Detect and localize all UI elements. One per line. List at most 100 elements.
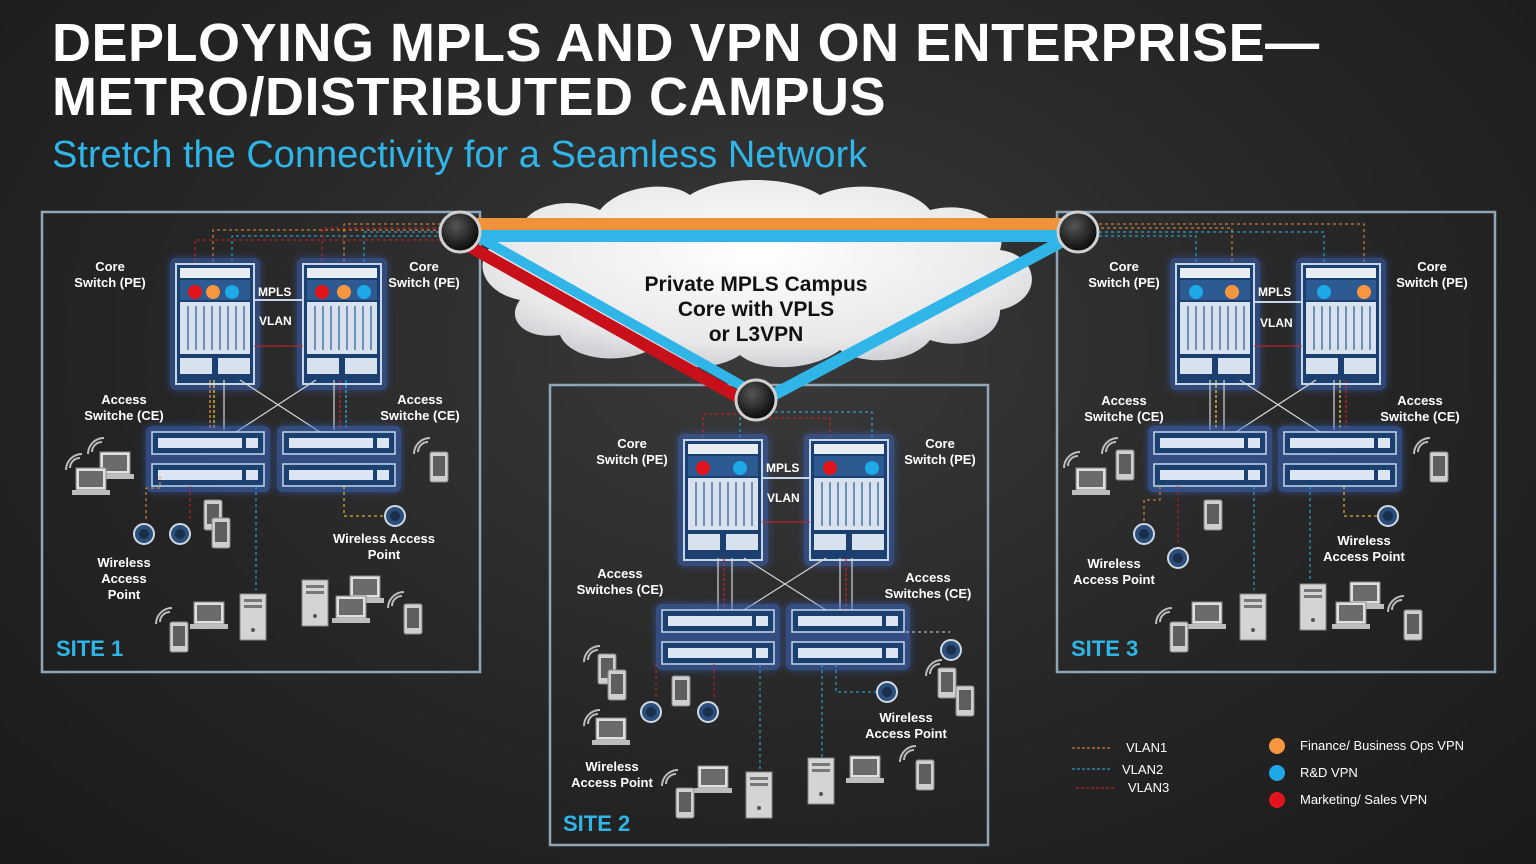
site3-tablet-3 [1429, 451, 1449, 483]
site3-core-right-label-1: Core [1417, 259, 1447, 274]
site3-label: SITE 3 [1071, 636, 1138, 661]
site2-core-left-label-2: Switch (PE) [596, 452, 668, 467]
vpn-dot-finance [1357, 285, 1371, 299]
site2-access-right-label-2: Switches (CE) [885, 586, 972, 601]
site2-tablet-2 [607, 669, 627, 701]
site2-wap-right-label-2: Access Point [865, 726, 947, 741]
site3-core-switch-right [1296, 258, 1386, 390]
site2-tablet-3 [671, 675, 691, 707]
site1-wap-left-label-1: Wireless [97, 555, 150, 570]
site3-core-right-label-2: Switch (PE) [1396, 275, 1468, 290]
legend-marketing-dot [1269, 792, 1285, 808]
site1-wap-left-label-3: Point [108, 587, 141, 602]
legend-finance-dot [1269, 738, 1285, 754]
site3-access-left-label-2: Switche (CE) [1084, 409, 1163, 424]
site3-access-right-label-1: Access [1397, 393, 1443, 408]
legend: VLAN1 VLAN2 VLAN3 Finance/ Business Ops … [1072, 738, 1464, 808]
site1-core-right-label-1: Core [409, 259, 439, 274]
site3-wap-left-label-2: Access Point [1073, 572, 1155, 587]
site3-server-1 [1239, 593, 1267, 641]
legend-rnd-label: R&D VPN [1300, 765, 1358, 780]
site2-laptop-2 [693, 765, 733, 794]
site1-tablet-3 [429, 451, 449, 483]
site1-wap-1 [133, 523, 155, 545]
site1-label: SITE 1 [56, 636, 123, 661]
site1-tablet-4 [169, 621, 189, 653]
site3-core-left-label-1: Core [1109, 259, 1139, 274]
site3-laptop-2 [1187, 601, 1227, 630]
site3-tablet-1 [1115, 449, 1135, 481]
site2-tablet-6 [675, 787, 695, 819]
site3-laptop-4 [1331, 601, 1371, 630]
site2-tablet-4 [937, 667, 957, 699]
site1-tablet-5 [403, 603, 423, 635]
wifi-icon [1155, 607, 1173, 625]
vpn-dot-marketing [823, 461, 837, 475]
site3-wap-3 [1377, 505, 1399, 527]
vpn-dot-rnd [357, 285, 371, 299]
legend-vlan2-label: VLAN2 [1122, 762, 1163, 777]
site3-access-switch-right [1278, 426, 1402, 492]
site1-server-1 [239, 593, 267, 641]
site3-access-left-label-1: Access [1101, 393, 1147, 408]
site3-tablet-5 [1403, 609, 1423, 641]
site2-core-switch-left [678, 434, 768, 566]
legend-marketing-label: Marketing/ Sales VPN [1300, 792, 1427, 807]
site1-laptop-3 [189, 601, 229, 630]
site2-core-right-label-1: Core [925, 436, 955, 451]
site1-core-left-label-1: Core [95, 259, 125, 274]
site2-access-left-label-1: Access [597, 566, 643, 581]
site3-wap-right-label-2: Access Point [1323, 549, 1405, 564]
site1-vlan-label: VLAN [259, 314, 292, 328]
site1-access-left-label-1: Access [101, 392, 147, 407]
site2-laptop-1 [591, 717, 631, 746]
wifi-icon [1387, 595, 1405, 613]
vpn-dot-rnd [865, 461, 879, 475]
site2-core-right-label-2: Switch (PE) [904, 452, 976, 467]
site1-wap-left-label-2: Access [101, 571, 147, 586]
site2-access-left-label-2: Switches (CE) [577, 582, 664, 597]
vpn-dot-rnd [1317, 285, 1331, 299]
vpn-dot-marketing [188, 285, 202, 299]
site2-access-switch-right [786, 604, 910, 670]
mpls-backbone-links [455, 218, 1079, 411]
site3-mpls-label: MPLS [1258, 285, 1291, 299]
site3-access-switch-left [1148, 426, 1272, 492]
vpn-dot-marketing [696, 461, 710, 475]
site2-laptop-3 [845, 755, 885, 784]
site3-laptop-1 [1071, 467, 1111, 496]
legend-vlan1-label: VLAN1 [1126, 740, 1167, 755]
wifi-icon [387, 591, 405, 609]
cloud-label-line3: or L3VPN [709, 323, 804, 346]
site1-core-left-label-2: Switch (PE) [74, 275, 146, 290]
site3-box [1055, 210, 1497, 674]
site2-access-links [655, 631, 950, 770]
page-subtitle: Stretch the Connectivity for a Seamless … [52, 134, 868, 176]
site1-mpls-label: MPLS [258, 285, 291, 299]
site1-tablet-2 [211, 517, 231, 549]
wifi-icon [661, 769, 679, 787]
vpn-dot-rnd [1189, 285, 1203, 299]
site1-core-access-links [209, 379, 347, 433]
site1-core-switch-left [170, 258, 260, 390]
site2-wap-1 [640, 701, 662, 723]
site2-server-2 [807, 757, 835, 805]
vpn-dot-rnd [733, 461, 747, 475]
vpn-dot-finance [1225, 285, 1239, 299]
site3-vlan-label: VLAN [1260, 316, 1293, 330]
site1-access-links [145, 476, 390, 590]
pe-node-site3 [1056, 210, 1100, 254]
site1-laptop-5 [331, 595, 371, 624]
site1-access-switch-right [277, 426, 401, 492]
site2-core-switch-right [804, 434, 894, 566]
wifi-icon [1063, 451, 1081, 469]
wifi-icon [155, 607, 173, 625]
site3-server-2 [1299, 583, 1327, 631]
cloud-label-line2: Core with VPLS [678, 298, 834, 321]
pe-node-site1 [438, 210, 482, 254]
site3-tablet-4 [1169, 621, 1189, 653]
site2-server-1 [745, 771, 773, 819]
site2-access-switch-left [656, 604, 780, 670]
site2-access-right-label-1: Access [905, 570, 951, 585]
